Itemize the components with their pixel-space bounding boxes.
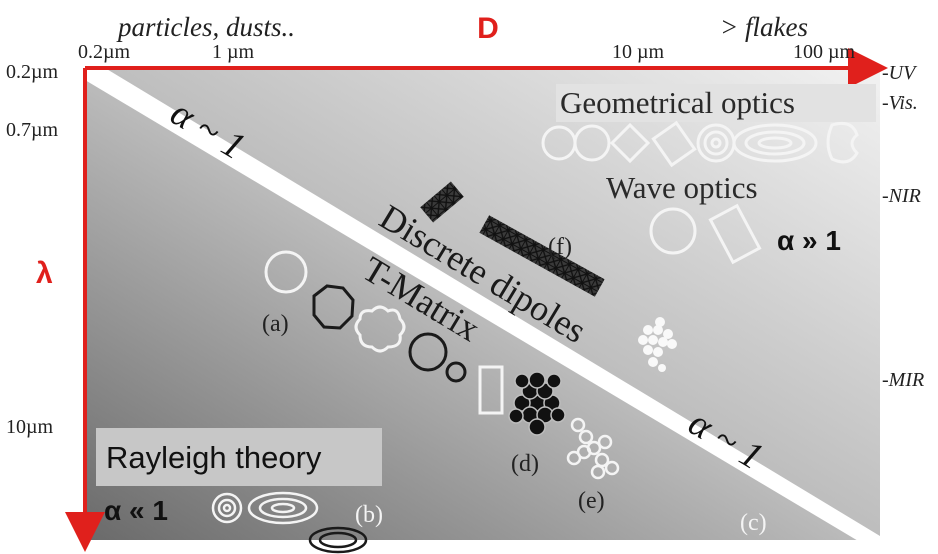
wavelength-tick-label: 0.7µm [6, 119, 59, 141]
wavelength-tick-label: 10µm [6, 416, 54, 438]
dipole-triangle-icon [638, 317, 677, 372]
alpha-one-band [85, 68, 880, 548]
panel-label-f: (f) [548, 234, 572, 260]
size-tick-label: 10 µm [612, 41, 665, 63]
rayleigh-label-box [96, 428, 382, 486]
panel-label-e: (e) [578, 488, 605, 514]
geometrical-optics-label: Geometrical optics [560, 85, 795, 120]
fractal-aggregate-icon [566, 417, 620, 480]
panel-label-d: (d) [511, 451, 539, 477]
band-label-mir: -MIR [882, 369, 924, 391]
wave-optics-label: Wave optics [606, 170, 758, 205]
wave-shapes-icon [649, 203, 762, 265]
geometrical-label-box [556, 84, 876, 122]
size-tick-label: 1 µm [212, 41, 255, 63]
alpha-large-label: α » 1 [777, 225, 841, 256]
panel-label-b: (b) [355, 502, 383, 528]
voxel-lattice-icon [420, 181, 605, 297]
band-label-nir: -NIR [882, 185, 921, 207]
geometrical-shapes-icon [541, 120, 859, 168]
size-tick-label: 100 µm [793, 41, 856, 63]
rayleigh-theory-label: Rayleigh theory [106, 440, 322, 475]
top-right-caption: > flakes [720, 12, 808, 42]
band-label-uv: -UV [882, 62, 918, 84]
size-tick-label: 0.2µm [78, 41, 131, 63]
panel-label-a: (a) [262, 311, 289, 337]
size-axis-symbol: D [477, 12, 499, 45]
wavelength-tick-label: 0.2µm [6, 61, 59, 83]
wavelength-axis-symbol: λ [36, 257, 53, 290]
panel-label-c: (c) [740, 510, 767, 536]
rayleigh-shapes-icon [211, 491, 368, 554]
alpha-small-label: α « 1 [104, 495, 168, 526]
sphere-aggregate-icon [508, 371, 566, 436]
band-label-vis: -Vis. [882, 92, 918, 114]
top-left-caption: particles, dusts.. [116, 12, 295, 42]
tmatrix-shapes-icon [264, 250, 504, 415]
